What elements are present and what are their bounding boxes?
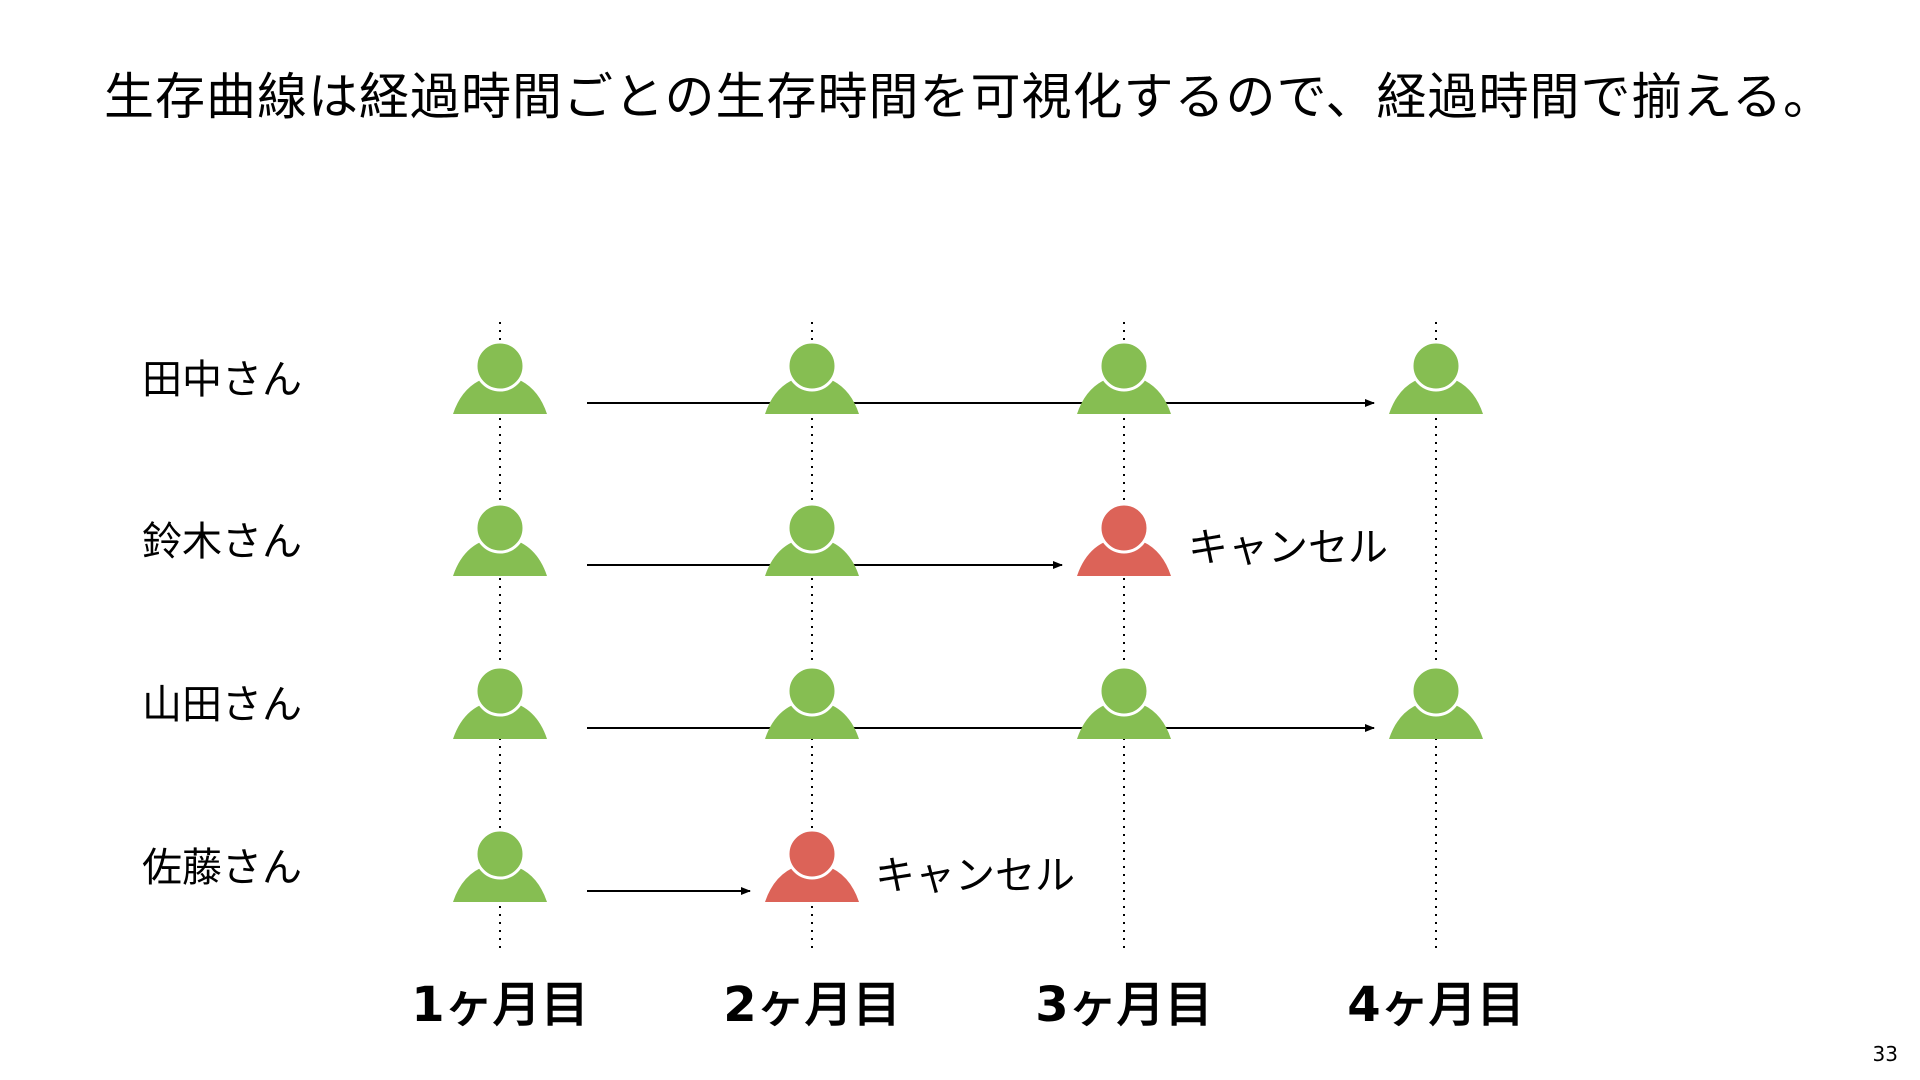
person-body-icon [765,537,859,576]
active-person-icon-suzuki-2 [765,502,859,576]
active-person-icon-sato-1 [453,828,547,902]
person-body-icon [1389,375,1483,414]
person-body-icon [1077,700,1171,739]
customer-label-suzuki: 鈴木さん [142,519,302,565]
month-label-3: 3ヶ月目 [1035,977,1213,1033]
active-person-icon-yamada-2 [765,665,859,739]
person-head-icon [474,828,526,880]
person-head-icon [474,502,526,554]
person-head-icon [1410,340,1462,392]
slide-title: 生存曲線は経過時間ごとの生存時間を可視化するので、経過時間で揃える。 [104,68,1834,126]
person-head-icon [1098,665,1150,717]
person-head-icon [786,828,838,880]
active-person-icon-suzuki-1 [453,502,547,576]
person-head-icon [786,665,838,717]
cancel-label-suzuki: キャンセル [1188,525,1388,571]
month-label-4: 4ヶ月目 [1347,977,1525,1033]
person-body-icon [453,375,547,414]
month-label-2: 2ヶ月目 [723,977,901,1033]
person-head-icon [474,665,526,717]
person-body-icon [1389,700,1483,739]
person-body-icon [765,863,859,902]
month-label-1: 1ヶ月目 [411,977,589,1033]
cancelled-person-icon-sato-2 [765,828,859,902]
page-number: 33 [1872,1042,1898,1066]
customer-label-tanaka: 田中さん [142,357,302,403]
person-body-icon [765,375,859,414]
person-body-icon [1077,537,1171,576]
person-head-icon [474,340,526,392]
active-person-icon-yamada-4 [1389,665,1483,739]
cancelled-person-icon-suzuki-3 [1077,502,1171,576]
active-person-icon-tanaka-2 [765,340,859,414]
active-person-icon-tanaka-4 [1389,340,1483,414]
active-person-icon-tanaka-3 [1077,340,1171,414]
active-person-icon-tanaka-1 [453,340,547,414]
person-body-icon [765,700,859,739]
person-head-icon [1410,665,1462,717]
person-body-icon [453,863,547,902]
customer-label-yamada: 山田さん [142,682,302,728]
active-person-icon-yamada-1 [453,665,547,739]
active-person-icon-yamada-3 [1077,665,1171,739]
customer-label-sato: 佐藤さん [142,845,302,891]
person-head-icon [1098,502,1150,554]
cancel-label-sato: キャンセル [875,853,1075,899]
person-head-icon [786,340,838,392]
person-head-icon [786,502,838,554]
person-head-icon [1098,340,1150,392]
person-body-icon [453,700,547,739]
person-body-icon [1077,375,1171,414]
person-body-icon [453,537,547,576]
